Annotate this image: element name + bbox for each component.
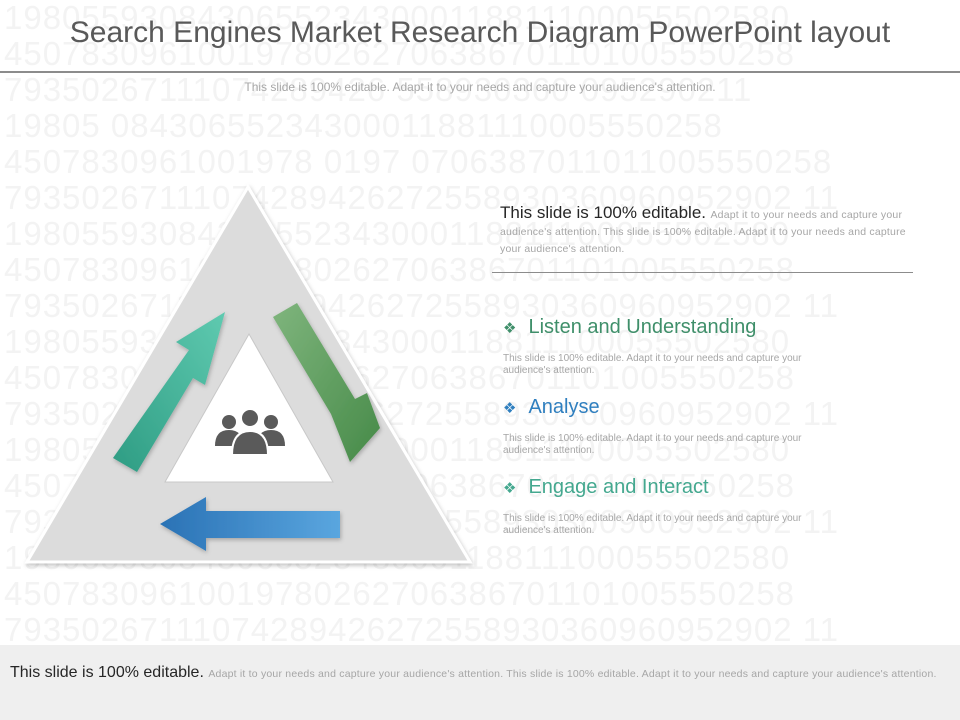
footer-lead: This slide is 100% editable.	[10, 664, 204, 681]
list-item-analyse: ❖ Analyse This slide is 100% editable. A…	[503, 396, 903, 457]
intro-lead: This slide is 100% editable.	[500, 203, 707, 222]
slide-subtitle: This slide is 100% editable. Adapt it to…	[244, 80, 716, 94]
arrow-down-right-side	[273, 303, 380, 462]
list-item-listen: ❖ Listen and Understanding This slide is…	[503, 316, 903, 377]
diamond-bullet-icon: ❖	[503, 399, 517, 417]
intro-body: Adapt it to your needs and capture your …	[500, 209, 906, 255]
intro-text: This slide is 100% editable. Adapt it to…	[500, 203, 925, 257]
inner-triangle	[164, 332, 334, 483]
footer-text: This slide is 100% editable. Adapt it to…	[10, 665, 945, 682]
item-heading: ❖ Listen and Understanding	[503, 316, 903, 339]
intro-divider	[492, 272, 913, 273]
diamond-bullet-icon: ❖	[503, 479, 517, 497]
item-title: Analyse	[528, 396, 600, 418]
item-title: Listen and Understanding	[528, 316, 757, 338]
item-description: This slide is 100% editable. Adapt it to…	[503, 513, 802, 536]
item-title: Engage and Interact	[528, 476, 709, 498]
list-item-engage: ❖ Engage and Interact This slide is 100%…	[503, 476, 903, 537]
people-group-icon	[215, 408, 285, 456]
arrow-left-bottom	[160, 497, 340, 551]
item-heading: ❖ Engage and Interact	[503, 476, 903, 499]
arrow-up-left-side	[113, 312, 225, 472]
item-description: This slide is 100% editable. Adapt it to…	[503, 433, 802, 456]
title-divider	[0, 71, 960, 73]
footer-bar: This slide is 100% editable. Adapt it to…	[0, 645, 960, 720]
item-heading: ❖ Analyse	[503, 396, 903, 419]
diamond-bullet-icon: ❖	[503, 319, 517, 337]
item-description: This slide is 100% editable. Adapt it to…	[503, 353, 802, 376]
footer-body: Adapt it to your needs and capture your …	[208, 668, 937, 680]
slide-title: Search Engines Market Research Diagram P…	[69, 16, 891, 49]
